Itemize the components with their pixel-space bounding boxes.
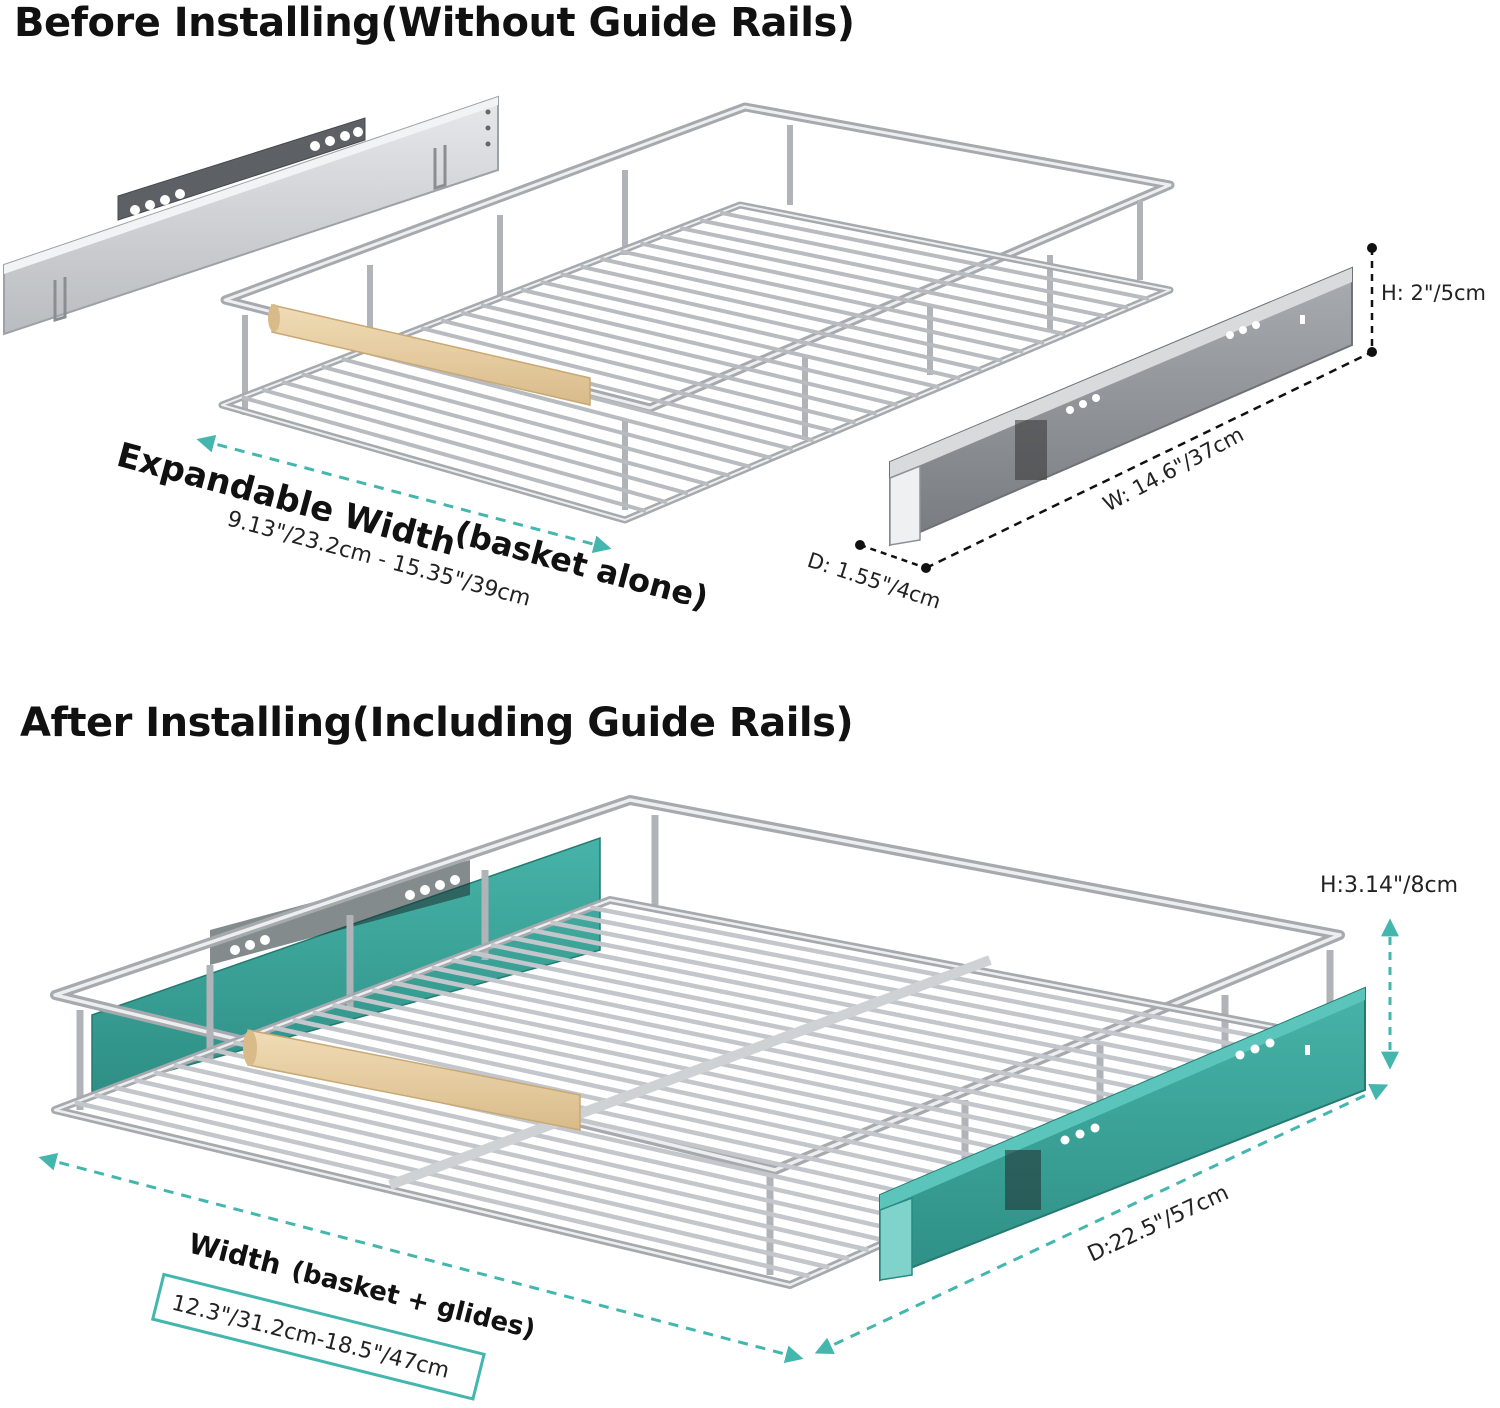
wire-slat <box>530 927 1262 1078</box>
rail-depth-line <box>855 540 927 570</box>
wire-slat <box>450 957 1184 1113</box>
wire-slat <box>301 372 710 487</box>
wood-handle <box>268 304 591 406</box>
wire-slat <box>580 264 1003 363</box>
wood-handle-installed <box>243 1029 581 1131</box>
wire-slat <box>699 218 1129 310</box>
wire-slat <box>510 935 1243 1086</box>
before-installing-title: Before Installing(Without Guide Rails) <box>14 0 855 46</box>
expandable-width-arrow <box>196 434 612 554</box>
wire-slat <box>341 356 752 469</box>
wire-slat <box>470 950 1203 1104</box>
wire-slat <box>550 920 1282 1069</box>
installed-height-label: H:3.14"/8cm <box>1320 873 1458 898</box>
wire-slat <box>569 912 1302 1060</box>
wire-slat <box>321 364 731 478</box>
wire-slat <box>719 210 1150 301</box>
wire-slat <box>540 279 961 381</box>
rail-depth-label: D: 1.55"/4cm <box>804 548 943 614</box>
wire-slat <box>659 233 1087 328</box>
right-guide-rail <box>889 266 1353 547</box>
wire-slat <box>74 1100 811 1279</box>
installed-width-label: Width <box>185 1227 284 1282</box>
wire-slat <box>500 295 919 399</box>
installed-depth-arrow <box>814 1083 1389 1355</box>
wire-slat <box>113 1085 850 1261</box>
wire-slat <box>639 241 1066 337</box>
after-installing-title: After Installing(Including Guide Rails) <box>20 700 854 746</box>
wire-slat <box>193 1055 928 1226</box>
wire-slat <box>679 226 1108 319</box>
wire-slat <box>440 318 857 425</box>
wire-slat <box>460 310 878 416</box>
wire-slat <box>620 249 1045 346</box>
wire-slat <box>480 303 898 407</box>
wire-slat <box>420 326 836 434</box>
rail-height-label: H: 2"/5cm <box>1381 281 1486 305</box>
back-guide-rail-teal <box>91 836 601 1093</box>
left-guide-rail <box>3 95 499 336</box>
wire-slat <box>490 942 1223 1095</box>
wire-slat <box>560 272 982 372</box>
installed-depth-label: D:22.5"/57cm <box>1084 1180 1233 1267</box>
installed-width-arrow <box>38 1152 804 1364</box>
wire-slat <box>600 256 1024 354</box>
rail-height-line <box>1367 243 1377 357</box>
wire-slat <box>520 287 940 390</box>
